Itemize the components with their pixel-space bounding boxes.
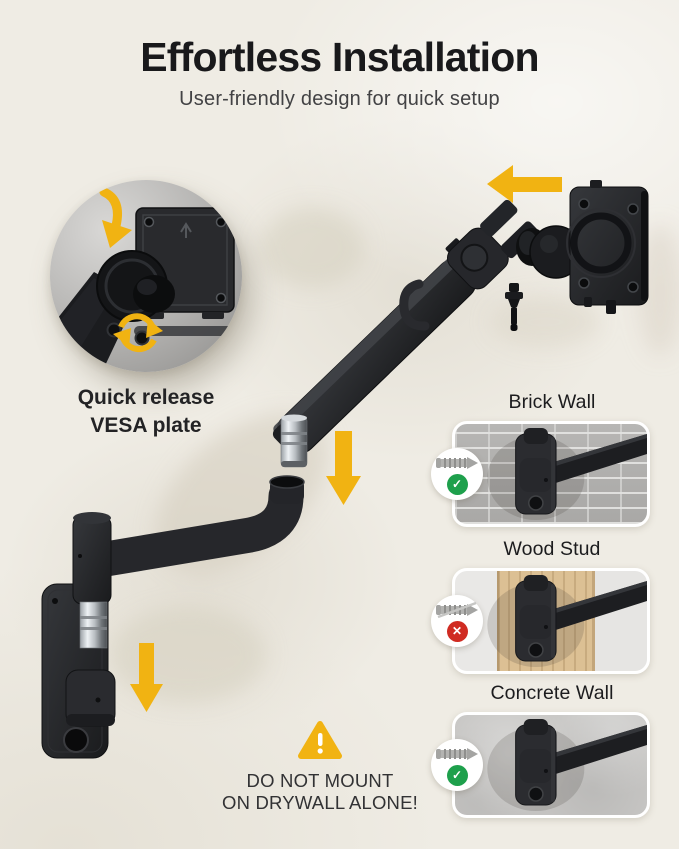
upper-chrome-insert: [280, 414, 308, 468]
anchor-status-badge: ✕: [431, 595, 483, 647]
upper-arm: [272, 199, 539, 458]
curved-down-arrow-icon: [99, 187, 132, 248]
drywall-warning: DO NOT MOUNT ON DRYWALL ALONE!: [220, 720, 420, 814]
vesa-callout-line2: VESA plate: [90, 414, 202, 438]
vesa-callout-label: Quick release VESA plate: [26, 384, 266, 441]
page-title: Effortless Installation: [140, 34, 539, 80]
vesa-callout-line1: Quick release: [77, 386, 215, 409]
wall-mount-graphic: [487, 575, 647, 667]
lower-arm-and-bracket: [41, 475, 305, 759]
vesa-plate-assembly: [516, 180, 649, 314]
wall-panel-concrete-image: [452, 712, 650, 818]
wall-panel-wood: Wood Stud: [431, 538, 652, 674]
wall-panel-brick-title: Brick Wall: [508, 391, 596, 413]
wall-panel-wood-title: Wood Stud: [503, 538, 601, 560]
page-subtitle: User-friendly design for quick setup: [179, 88, 500, 110]
wall-anchor-icon: [436, 601, 478, 618]
vesa-detail-illustration: [50, 187, 238, 372]
warning-triangle-icon: [298, 721, 342, 759]
wall-anchor-icon: [436, 747, 478, 760]
wall-mount-graphic: [487, 719, 647, 811]
cross-icon: ✕: [446, 620, 468, 642]
anchor-status-badge: ✓: [431, 739, 483, 791]
arrow-left-icon: [487, 165, 562, 203]
warning-line1: DO NOT MOUNT: [246, 770, 394, 791]
arrow-down-icon: [326, 431, 361, 505]
wall-panel-brick: Brick Wall: [431, 391, 652, 527]
check-icon: ✓: [446, 473, 468, 495]
anchor-status-badge: ✓: [431, 448, 483, 500]
wall-panel-brick-image: [452, 421, 650, 527]
assembly-arrows: [130, 165, 562, 712]
cable-clip: [399, 279, 430, 331]
wall-panel-concrete-title: Concrete Wall: [490, 682, 614, 704]
arrow-down-icon: [130, 643, 163, 712]
wall-anchor-icon: [436, 456, 478, 469]
wall-mount-graphic: [487, 428, 647, 520]
locking-pin: [505, 283, 523, 331]
check-icon: ✓: [446, 764, 468, 786]
warning-line2: ON DRYWALL ALONE!: [222, 792, 418, 814]
vesa-detail-callout: [50, 180, 242, 372]
wall-panel-concrete: Concrete Wall: [431, 682, 652, 818]
wall-panel-wood-image: [452, 568, 650, 674]
rotate-arrows-icon: [113, 313, 163, 353]
